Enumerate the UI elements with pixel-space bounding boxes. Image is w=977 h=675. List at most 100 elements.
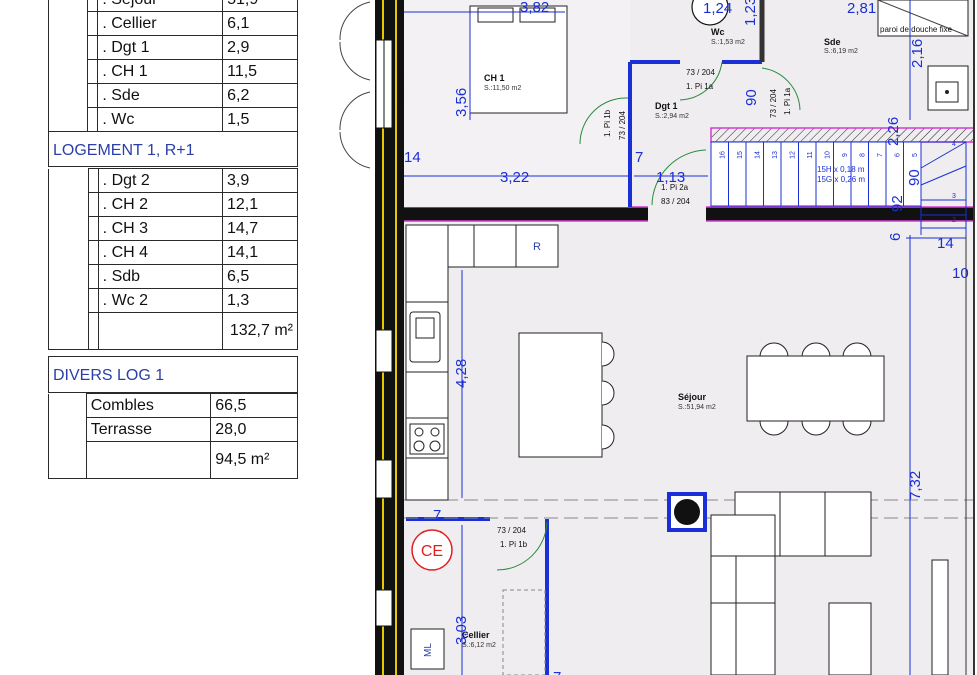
- stair-number: 3: [952, 193, 956, 200]
- stair-number: 10: [825, 151, 832, 159]
- room-name: . CH 1: [97, 59, 224, 84]
- window-w1: 120 / 136: [375, 39, 406, 129]
- door-size: 73 / 204: [686, 68, 715, 77]
- room-area: 11,5: [222, 59, 298, 84]
- room-name: . Wc 2: [97, 288, 224, 313]
- door-type: 1. Pi 1b: [603, 109, 612, 137]
- room-name: . Cellier: [97, 11, 224, 36]
- dim-label: 90: [743, 89, 760, 106]
- dim-label: 4,28: [453, 359, 470, 388]
- window-label: 60 / 70: [396, 594, 406, 622]
- dim-label: 3,03: [453, 616, 470, 645]
- dimension-lines: [404, 0, 966, 675]
- dim-label: 14: [937, 235, 954, 252]
- window-label: 120 / 136: [396, 69, 406, 107]
- section-title-r1: LOGEMENT 1, R+1: [53, 142, 195, 159]
- door-type: 1. Pi 1a: [686, 82, 714, 91]
- boiler: [411, 529, 453, 571]
- dim-label: 7,32: [907, 471, 924, 500]
- room-name-cellier: Cellier: [462, 630, 490, 640]
- room-area: 14,7: [222, 216, 298, 241]
- dim-label: 92: [889, 195, 906, 212]
- room-name: . Dgt 1: [97, 35, 224, 60]
- window-label: 80 / 70: [396, 338, 406, 366]
- room-area: 6,1: [222, 11, 298, 36]
- room-area: 1,3: [222, 288, 298, 313]
- room-name: . Séjour: [97, 0, 224, 12]
- stair-number: 15: [737, 151, 744, 159]
- item-area: 66,5: [210, 393, 298, 418]
- dim-label: 1,23: [742, 0, 759, 26]
- section-header-box: [48, 131, 298, 167]
- room-area: 2,9: [222, 35, 298, 60]
- room-area-sde: S.:6,19 m2: [824, 48, 858, 55]
- washer-label: ML: [423, 643, 434, 657]
- room-area-sejour: S.:51,94 m2: [678, 404, 716, 411]
- kitchen: R: [405, 224, 559, 501]
- fridge: [515, 224, 559, 268]
- total-area-divers: 94,5 m²: [210, 441, 298, 479]
- table-row-total: 94,5 m²: [48, 441, 298, 479]
- stair-number: 8: [860, 153, 867, 157]
- stair-number: 11: [807, 151, 814, 158]
- stair-number: 9: [842, 153, 849, 157]
- wc-bowl: [691, 0, 729, 26]
- dim-label: 14: [404, 149, 421, 166]
- dim-label: 3,82: [520, 0, 549, 16]
- room-area-ch1: S.:11,50 m2: [484, 85, 521, 92]
- stair-note: 15G x 0,26 m: [817, 175, 865, 184]
- door-type: 1. Pi 1b: [500, 540, 528, 549]
- shower-screen-label: paroi de douche fixe: [880, 25, 953, 34]
- dim-label: 90: [906, 169, 923, 186]
- fridge-label: R: [533, 241, 541, 253]
- stair-note: 15H x 0,18 m: [817, 165, 865, 174]
- room-area-cellier: S.:6,12 m2: [462, 642, 496, 649]
- dim-label: 2,81: [847, 0, 876, 17]
- dim-label: 3,22: [500, 169, 529, 186]
- room-name: . CH 2: [97, 192, 224, 217]
- item-name: Combles: [85, 393, 212, 418]
- room-area: 12,1: [222, 192, 298, 217]
- dim-label: 3,56: [453, 88, 470, 117]
- dim-label: 7: [433, 507, 441, 524]
- door-swings: [496, 61, 801, 571]
- room-name-dgt1: Dgt 1: [655, 101, 678, 111]
- bed: [469, 5, 568, 114]
- door-type: 1. Pi 2a: [661, 183, 689, 192]
- room-name-ch1: CH 1: [484, 73, 505, 83]
- dim-label: 6: [887, 233, 904, 241]
- wood-stove: [667, 492, 707, 532]
- door-type: 1. Pi 1a: [783, 87, 792, 115]
- room-name: . Sde: [97, 83, 224, 108]
- room-area: 51,9: [222, 0, 298, 12]
- door-size: 83 / 204: [661, 197, 690, 206]
- stair-number: 5: [912, 153, 919, 157]
- dim-label: 1,13: [656, 169, 685, 186]
- room-area: 14,1: [222, 240, 298, 265]
- room-area-dgt1: S.:2,94 m2: [655, 113, 689, 120]
- dim-label: 2,26: [885, 117, 902, 146]
- room-name-wc: Wc: [711, 27, 725, 37]
- dim-label: 10: [952, 265, 969, 282]
- room-name-sejour: Séjour: [678, 392, 707, 402]
- room-area: 6,5: [222, 264, 298, 289]
- dim-label: 1,24: [703, 0, 732, 17]
- dim-label: 7: [635, 149, 643, 166]
- stair-number: 14: [755, 151, 762, 159]
- stair-number: 16: [720, 151, 727, 159]
- dimension-texts: 3,82 1,24 1,23 2,81 2,16 3,56 90 2,26 14…: [404, 0, 969, 675]
- door-size: 73 / 204: [497, 526, 526, 535]
- partition-walls: [406, 60, 762, 675]
